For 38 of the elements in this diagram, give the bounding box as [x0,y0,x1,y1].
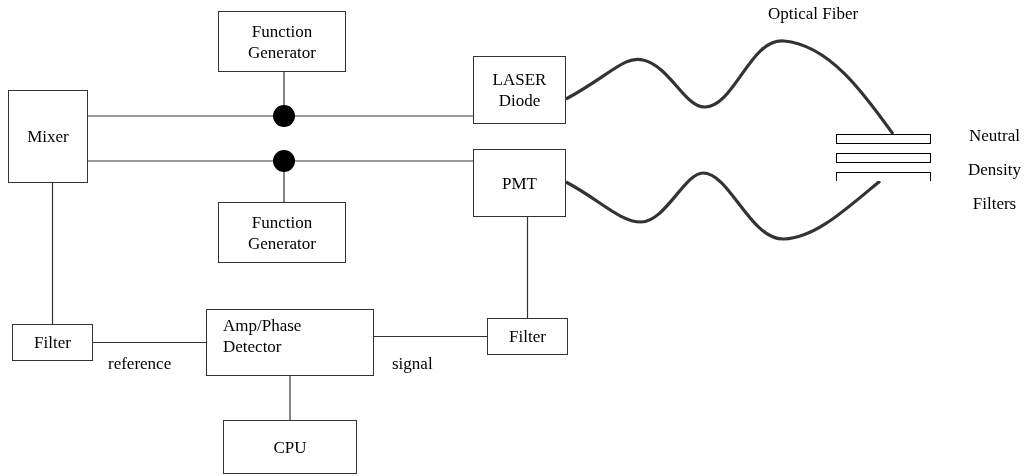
node-label: LASER Diode [491,69,548,111]
component-label: Neutral Density Filters [967,125,1022,215]
optical-fiber-line [565,171,882,241]
connector-line [294,160,474,162]
junction-dot [273,105,295,127]
process-box [473,149,566,217]
connector-line [87,115,274,117]
junction-dot [273,150,295,172]
process-box [218,11,346,72]
connector-line [289,375,291,421]
process-box [223,420,357,474]
edge-label: signal [392,354,433,374]
connector-line [283,171,285,203]
connector-line [283,71,285,106]
node-label: Function Generator [247,211,317,254]
node-label: Filter [33,332,72,353]
node-label: Function Generator [247,20,317,63]
node-label: Filter [508,326,547,347]
connector-line [526,216,529,319]
node-label: CPU [272,436,308,458]
connector-line [51,182,54,325]
process-box [206,309,374,376]
filter-stack [836,134,931,181]
process-box [473,56,566,124]
optical-fiber-line [565,39,895,135]
connector-line [373,335,488,338]
process-box [218,202,346,263]
connector-line [294,115,474,117]
node-label: Mixer [26,126,70,147]
process-box [8,90,88,183]
edge-label: reference [108,354,172,374]
connector-line [92,341,207,344]
edge-label: Optical Fiber [768,4,859,24]
process-box [12,324,93,361]
node-label: PMT [501,172,538,194]
process-box [487,318,568,355]
connector-line [87,160,274,162]
node-label: Amp/Phase Detector [223,314,303,357]
